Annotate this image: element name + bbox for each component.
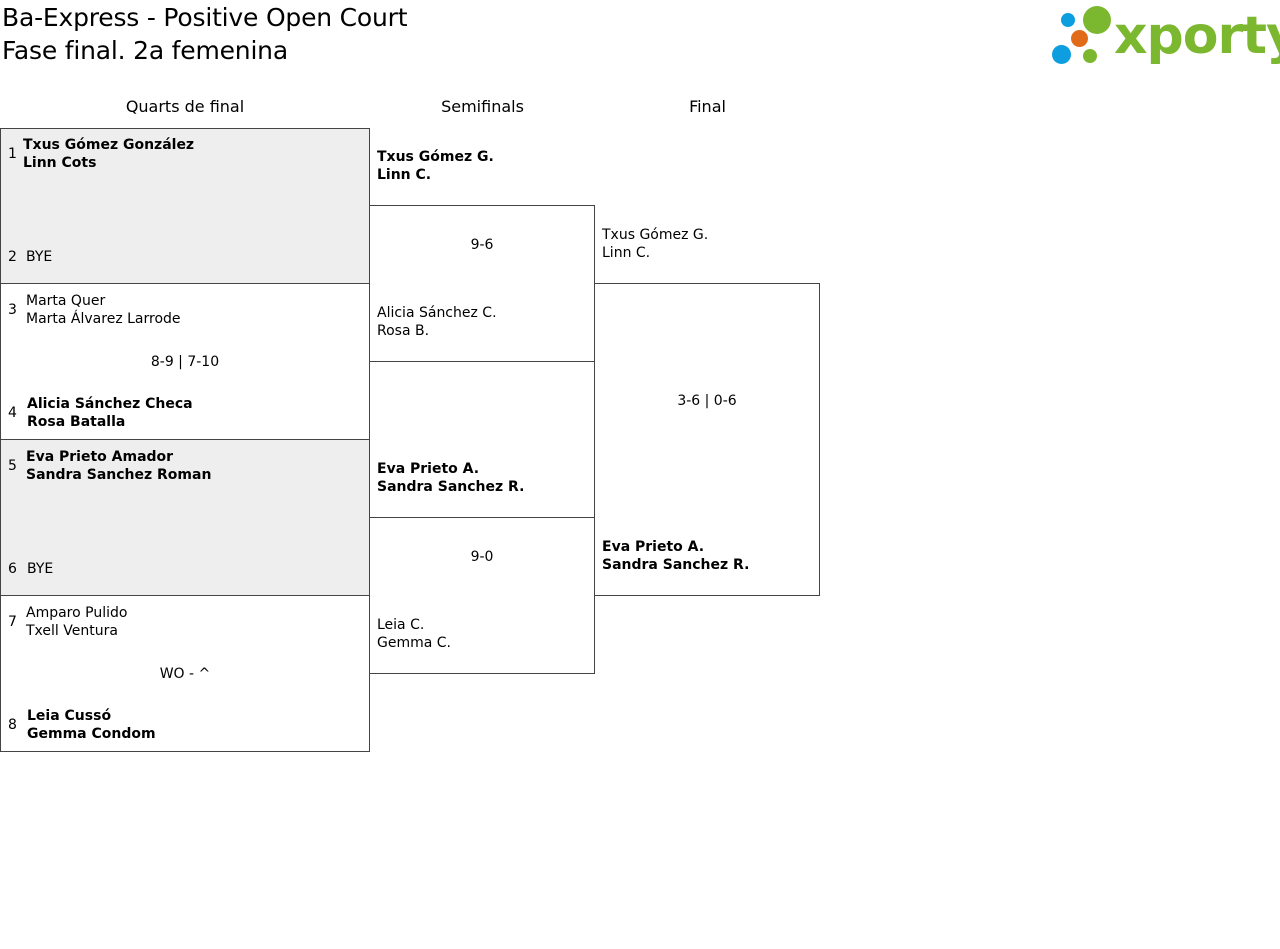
team-entry-winner: Alicia Sánchez Checa Rosa Batalla <box>27 395 193 431</box>
player-name: Amparo Pulido <box>26 605 128 621</box>
seed-number: 7 <box>8 614 17 630</box>
player-name: Txus Gómez González <box>23 137 195 153</box>
player-name: Alicia Sánchez C. <box>377 305 497 321</box>
player-name: Txus Gómez G. <box>377 149 494 165</box>
match-score: 3-6 | 0-6 <box>677 393 737 409</box>
team-entry: Txus Gómez G. Linn C. <box>602 226 708 262</box>
tournament-title: Ba-Express - Positive Open Court <box>2 3 408 32</box>
team-entry: Marta Quer Marta Álvarez Larrode <box>26 292 181 328</box>
match-score: 9-0 <box>470 549 494 565</box>
seed-number: 3 <box>8 302 17 318</box>
player-name: Marta Álvarez Larrode <box>26 311 181 327</box>
player-name: Gemma C. <box>377 635 451 651</box>
player-name: Leia C. <box>377 617 425 633</box>
team-entry: Amparo Pulido Txell Ventura <box>26 604 127 640</box>
player-name: Sandra Sanchez Roman <box>26 467 212 483</box>
column-header-quarters: Quarts de final <box>125 97 245 116</box>
player-name: Leia Cussó <box>27 708 112 724</box>
seed-number: 8 <box>8 717 17 733</box>
logo-wordmark: xporty <box>1114 6 1280 66</box>
match-score: 8-9 | 7-10 <box>150 354 220 370</box>
team-entry-winner: Txus Gómez G. Linn C. <box>377 148 494 184</box>
team-entry-winner: Eva Prieto A. Sandra Sanchez R. <box>602 538 749 574</box>
team-entry: Alicia Sánchez C. Rosa B. <box>377 304 497 340</box>
team-entry-bye: BYE <box>27 560 53 578</box>
seed-number: 5 <box>8 458 17 474</box>
logo-dot-blue <box>1061 13 1075 27</box>
logo-dot-orange <box>1071 30 1088 47</box>
player-name: Eva Prieto A. <box>602 539 705 555</box>
logo-dot-green <box>1083 6 1111 34</box>
seed-number: 2 <box>8 249 17 265</box>
column-header-semis: Semifinals <box>441 97 524 116</box>
player-name: Txell Ventura <box>26 623 118 639</box>
final-match <box>594 283 820 596</box>
player-name: Eva Prieto A. <box>377 461 480 477</box>
seed-number: 6 <box>8 561 17 577</box>
match-score: WO - ^ <box>159 666 211 682</box>
player-name: Sandra Sanchez R. <box>602 557 750 573</box>
player-name: Linn C. <box>602 245 651 261</box>
player-name: BYE <box>26 249 53 265</box>
player-name: Rosa Batalla <box>27 414 126 430</box>
xporty-logo: xporty <box>1050 4 1280 68</box>
seed-number: 4 <box>8 405 17 421</box>
player-name: Eva Prieto Amador <box>26 449 174 465</box>
player-name: Rosa B. <box>377 323 430 339</box>
player-name: Txus Gómez G. <box>602 227 709 243</box>
player-name: Gemma Condom <box>27 726 156 742</box>
player-name: Marta Quer <box>26 293 106 309</box>
player-name: Alicia Sánchez Checa <box>27 396 193 412</box>
quarterfinal-match-3 <box>0 439 370 596</box>
column-header-final: Final <box>689 97 726 116</box>
team-entry: Leia C. Gemma C. <box>377 616 451 652</box>
team-entry-winner: Txus Gómez González Linn Cots <box>23 136 194 172</box>
player-name: Sandra Sanchez R. <box>377 479 525 495</box>
team-entry-winner: Eva Prieto A. Sandra Sanchez R. <box>377 460 524 496</box>
draw-subtitle: Fase final. 2a femenina <box>2 36 288 65</box>
team-entry-winner: Leia Cussó Gemma Condom <box>27 707 156 743</box>
player-name: Linn C. <box>377 167 432 183</box>
seed-number: 1 <box>8 146 17 162</box>
logo-dot-blue-large <box>1052 45 1071 64</box>
quarterfinal-match-1 <box>0 128 370 284</box>
match-score: 9-6 <box>470 237 494 253</box>
player-name: BYE <box>27 561 54 577</box>
team-entry-bye: BYE <box>26 248 52 266</box>
logo-dot-green-small <box>1083 49 1097 63</box>
team-entry-winner: Eva Prieto Amador Sandra Sanchez Roman <box>26 448 211 484</box>
player-name: Linn Cots <box>23 155 97 171</box>
